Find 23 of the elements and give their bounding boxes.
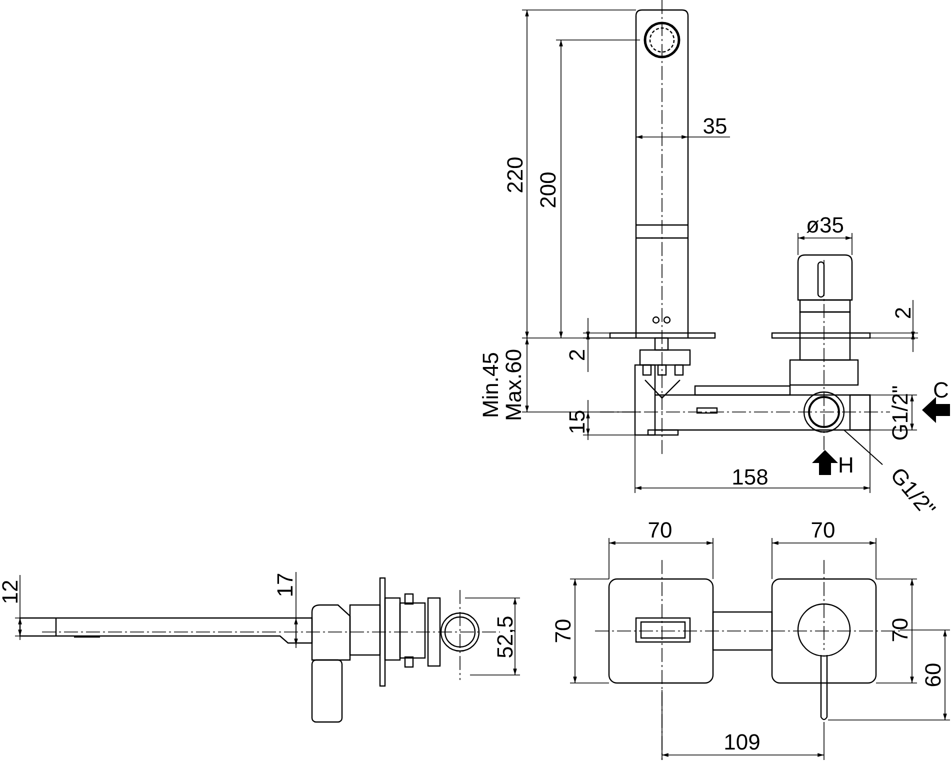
dimension-label: 52,5 (493, 616, 517, 658)
leader-line (844, 429, 884, 466)
dimension-label: 17 (273, 572, 297, 598)
dimension-label: 109 (724, 730, 760, 754)
dimension-label: 200 (536, 172, 560, 208)
dimension-label: 70 (810, 518, 836, 542)
dimension-label: 158 (732, 465, 768, 489)
dimension-label: 70 (888, 618, 912, 642)
dimension-label: G1/2" (888, 385, 912, 441)
dimension-label: 2 (891, 306, 915, 320)
dimension-label: C (933, 378, 949, 402)
dimension-label: Min.45 Max.60 (478, 349, 526, 421)
dimension-label: 70 (648, 518, 672, 542)
dimension-label: 60 (921, 662, 945, 688)
dimension-label: H (838, 453, 854, 477)
dimension-label: 220 (503, 156, 527, 194)
dimension-label: 15 (565, 410, 589, 434)
dimension-label: ø35 (806, 213, 844, 237)
dimension-label: 35 (702, 114, 728, 138)
dimension-label: 12 (0, 580, 22, 604)
dimension-label: 70 (551, 618, 575, 644)
pipe-inlet (803, 391, 845, 433)
dimension-label: 2 (565, 348, 589, 362)
